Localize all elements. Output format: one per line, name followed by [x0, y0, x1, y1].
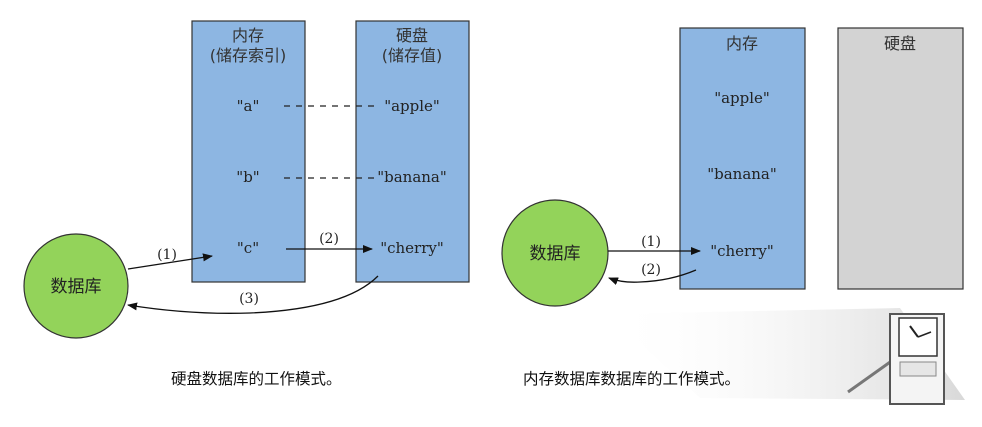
- clock-display: [899, 361, 937, 377]
- right-memory-box: [679, 27, 806, 290]
- right-label-step1: (1): [641, 234, 661, 250]
- left-database-label: 数据库: [51, 277, 102, 297]
- clock-shadow: [608, 308, 965, 400]
- left-value-banana: "banana": [377, 168, 447, 186]
- right-memory-title: 内存: [726, 34, 758, 53]
- left-memory-box: [191, 20, 306, 283]
- desk-clock-decoration: [608, 308, 965, 405]
- right-caption: 内存数据库数据库的工作模式。: [523, 370, 741, 388]
- clock-hand-minute: [917, 331, 932, 338]
- clock-hand-hour: [909, 325, 919, 338]
- right-label-step2: (2): [641, 262, 661, 278]
- right-arrow-step2: [608, 269, 697, 285]
- right-disk-box: [837, 27, 964, 290]
- left-database-node: [23, 233, 129, 339]
- left-disk-box: [355, 20, 470, 283]
- left-label-step1: (1): [157, 247, 177, 263]
- left-key-b: "b": [236, 168, 259, 186]
- left-value-cherry: "cherry": [380, 239, 444, 257]
- left-label-step3: (3): [239, 291, 259, 307]
- left-caption: 硬盘数据库的工作模式。: [171, 370, 342, 388]
- left-memory-title: 内存: [232, 26, 264, 45]
- clock-stand: [847, 358, 894, 394]
- left-value-apple: "apple": [384, 97, 440, 115]
- right-value-cherry: "cherry": [710, 242, 774, 260]
- left-disk-subtitle: (储存值): [382, 46, 443, 65]
- right-value-apple: "apple": [714, 89, 770, 107]
- right-disk-title: 硬盘: [884, 34, 916, 53]
- left-label-step2: (2): [319, 231, 339, 247]
- left-diagram: 内存 (储存索引) 硬盘 (储存值) "a" "b" "c" "apple" "…: [23, 20, 470, 339]
- left-arrow-step3: [127, 275, 379, 314]
- left-arrow-step1: [127, 253, 213, 270]
- right-value-banana: "banana": [707, 165, 777, 183]
- right-diagram: 内存 硬盘 "apple" "banana" "cherry" 数据库 (1) …: [501, 27, 964, 307]
- left-key-c: "c": [237, 239, 259, 257]
- left-disk-title: 硬盘: [396, 26, 428, 45]
- left-key-a: "a": [237, 97, 260, 115]
- right-database-node: [501, 199, 609, 307]
- right-database-label: 数据库: [530, 244, 581, 264]
- left-memory-subtitle: (储存索引): [210, 46, 287, 65]
